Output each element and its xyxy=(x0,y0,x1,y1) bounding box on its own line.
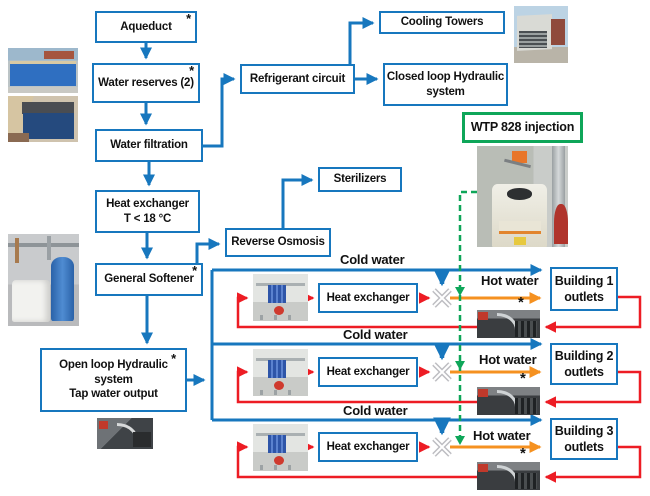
wtp-injection-line xyxy=(458,190,477,441)
node-building-3-line1: Building 3 xyxy=(554,423,614,438)
tap-asterisk-3: * xyxy=(520,445,526,462)
node-heat-exchanger-main-line1: Heat exchanger xyxy=(106,197,189,210)
node-refrigerant-circuit-label: Refrigerant circuit xyxy=(249,72,346,85)
node-heat-exchanger-row-1: Heat exchanger xyxy=(318,283,418,313)
node-building-3-outlets: Building 3 outlets xyxy=(550,418,618,460)
asterisk: * xyxy=(192,263,197,278)
node-heat-exchanger-row-3-label: Heat exchanger xyxy=(326,440,410,453)
node-building-1-line2: outlets xyxy=(564,290,604,304)
node-water-filtration: Water filtration xyxy=(95,129,203,162)
node-water-reserves: Water reserves (2) * xyxy=(92,63,200,103)
wtp-dosing-station-photo xyxy=(477,146,568,247)
node-heat-exchanger-row-1-label: Heat exchanger xyxy=(326,291,410,304)
cold-water-label-1: Cold water xyxy=(340,252,405,267)
node-building-2-line2: outlets xyxy=(564,365,604,379)
node-cooling-towers-label: Cooling Towers xyxy=(400,16,484,29)
red-return-building-3 xyxy=(544,445,642,483)
cooling-tower-photo xyxy=(514,6,568,63)
hot-water-label-2: Hot water xyxy=(479,352,537,367)
hot-water-label-1: Hot water xyxy=(481,273,539,288)
red-return-left-3 xyxy=(236,441,477,479)
plate-heat-exchanger-photo xyxy=(253,274,308,321)
plate-heat-exchanger-photo xyxy=(253,349,308,396)
node-closed-loop-line2: system xyxy=(426,85,465,98)
asterisk: * xyxy=(189,63,194,78)
asterisk: * xyxy=(171,351,176,366)
node-reverse-osmosis-label: Reverse Osmosis xyxy=(231,236,325,249)
red-return-building-1 xyxy=(544,295,642,333)
plate-heat-exchanger-photo xyxy=(253,424,308,471)
mixing-valve-icon xyxy=(432,437,452,457)
node-sterilizers-label: Sterilizers xyxy=(333,173,387,186)
node-open-loop-line3: Tap water output xyxy=(69,388,158,401)
node-building-2-line1: Building 2 xyxy=(554,348,614,363)
tap-asterisk-2: * xyxy=(520,370,526,387)
mixing-valve-icon xyxy=(432,362,452,382)
node-reverse-osmosis: Reverse Osmosis xyxy=(225,228,331,257)
arrow-reverseosmosis-to-sterilizers xyxy=(281,174,314,228)
water-reserve-tank-photo xyxy=(8,96,78,142)
wtp-injection-arrow-3 xyxy=(455,436,465,445)
node-open-loop-line2: system xyxy=(94,373,133,386)
arrow-softener-to-reverseosmosis xyxy=(195,238,221,264)
building-tap-photo xyxy=(477,462,540,490)
node-heat-exchanger-row-2: Heat exchanger xyxy=(318,357,418,387)
node-building-2-outlets: Building 2 outlets xyxy=(550,343,618,385)
tap-output-photo xyxy=(97,418,153,449)
node-water-filtration-label: Water filtration xyxy=(110,139,188,152)
node-heat-exchanger-main: Heat exchanger T < 18 °C xyxy=(95,190,200,233)
building-tap-photo xyxy=(477,387,540,415)
cold-water-label-3: Cold water xyxy=(343,403,408,418)
node-aqueduct: Aqueduct * xyxy=(95,11,197,43)
node-heat-exchanger-main-line2: T < 18 °C xyxy=(123,212,172,225)
hot-water-label-3: Hot water xyxy=(473,428,531,443)
node-building-3-line2: outlets xyxy=(564,440,604,454)
wtp-injection-arrow-1 xyxy=(455,287,465,296)
node-refrigerant-circuit: Refrigerant circuit xyxy=(240,64,355,94)
red-return-left-1 xyxy=(236,292,477,329)
red-return-building-2 xyxy=(544,370,642,408)
node-open-loop-line1: Open loop Hydraulic xyxy=(59,358,168,371)
node-building-1-line1: Building 1 xyxy=(554,273,614,288)
node-wtp-injection: WTP 828 injection xyxy=(462,112,583,143)
node-general-softener: General Softener * xyxy=(95,263,203,296)
node-open-loop: Open loop Hydraulic system Tap water out… xyxy=(40,348,187,412)
cold-water-label-2: Cold water xyxy=(343,327,408,342)
node-cooling-towers: Cooling Towers xyxy=(379,11,505,34)
node-wtp-injection-label: WTP 828 injection xyxy=(470,120,575,135)
wtp-injection-arrow-2 xyxy=(455,361,465,370)
node-aqueduct-label: Aqueduct xyxy=(120,20,172,33)
node-closed-loop: Closed loop Hydraulic system xyxy=(383,63,508,106)
mixing-valve-icon xyxy=(432,288,452,308)
arrow-refrigerant-to-coolingtowers xyxy=(348,17,375,64)
node-heat-exchanger-row-2-label: Heat exchanger xyxy=(326,365,410,378)
node-general-softener-label: General Softener xyxy=(104,273,194,286)
arrow-filtration-to-refrigerant xyxy=(203,73,236,148)
node-water-reserves-label: Water reserves (2) xyxy=(98,76,194,89)
red-return-left-2 xyxy=(236,366,477,404)
building-tap-photo xyxy=(477,310,540,338)
node-heat-exchanger-row-3: Heat exchanger xyxy=(318,432,418,462)
node-building-1-outlets: Building 1 outlets xyxy=(550,267,618,311)
node-closed-loop-line1: Closed loop Hydraulic xyxy=(386,70,505,83)
node-sterilizers: Sterilizers xyxy=(318,167,402,192)
softener-room-photo xyxy=(8,234,79,326)
water-reserve-exterior-photo xyxy=(8,48,78,93)
asterisk: * xyxy=(186,11,191,26)
tap-asterisk-1: * xyxy=(518,294,524,311)
